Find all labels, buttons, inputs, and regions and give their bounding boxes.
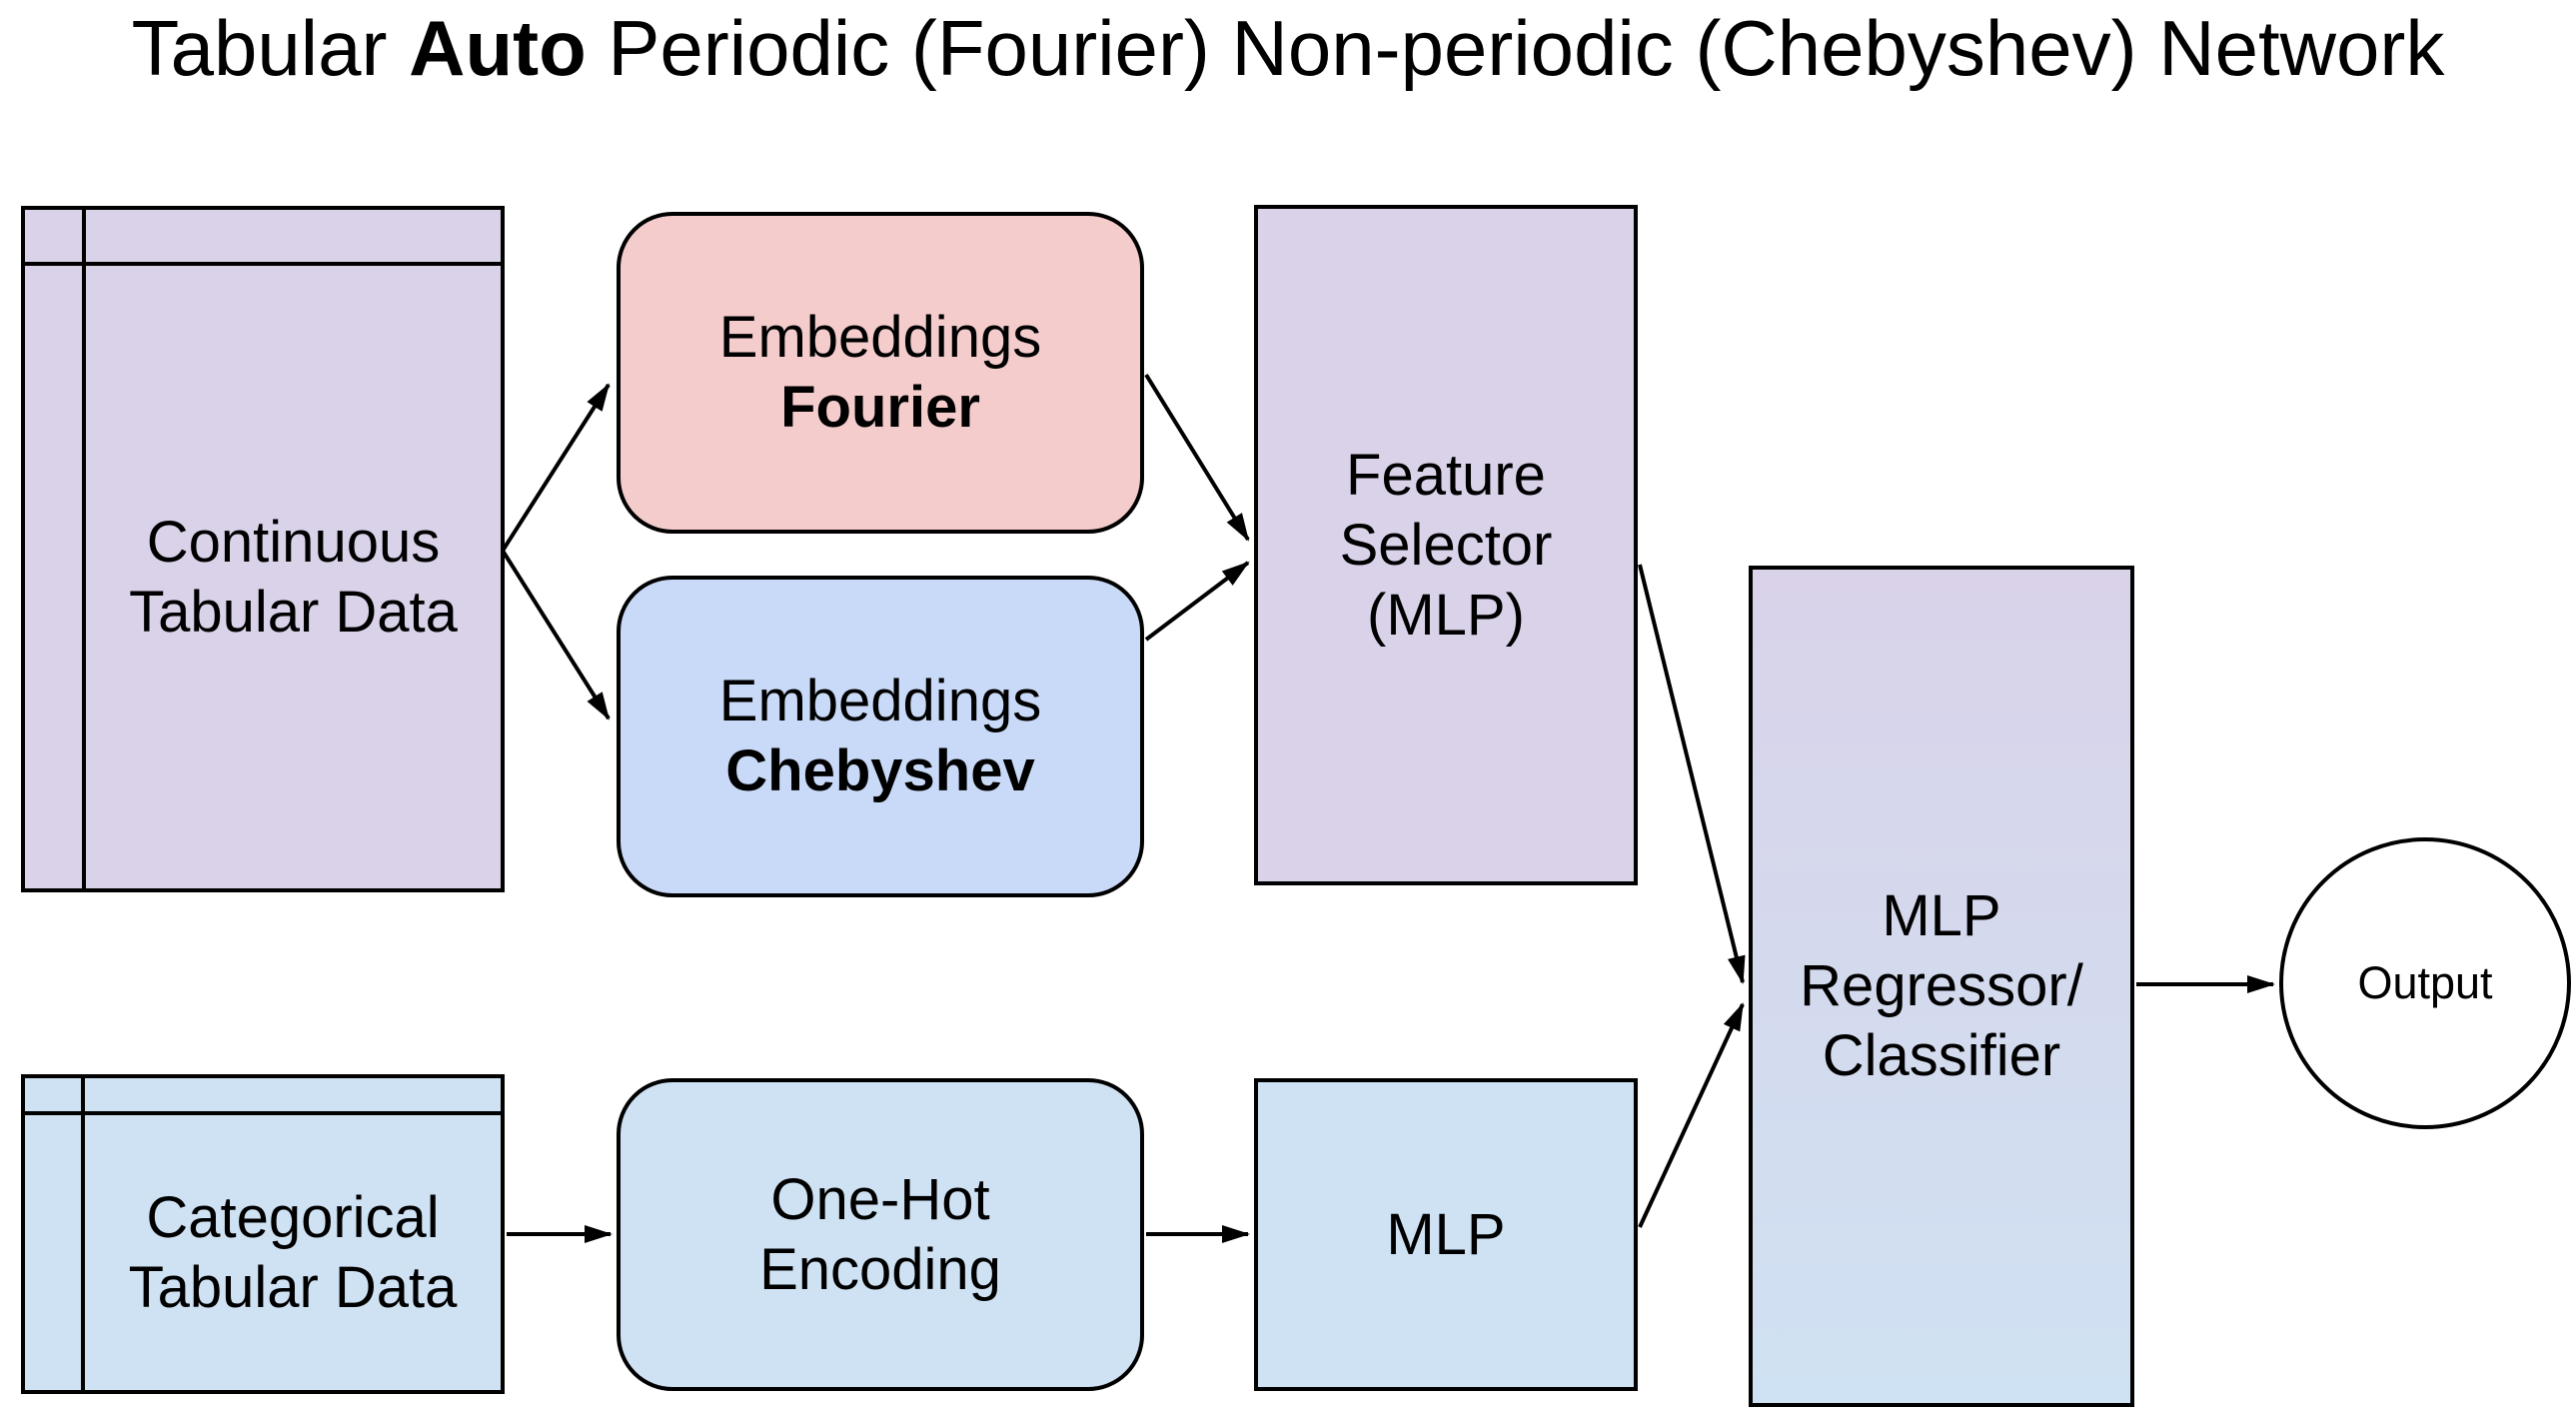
mlp-label: MLP — [1386, 1201, 1506, 1267]
node-mlp: MLP — [1254, 1078, 1638, 1391]
arrow-mlp-to-regressor — [1638, 1002, 1745, 1228]
categorical-table-header-divider — [25, 1111, 501, 1115]
node-output: Output — [2279, 837, 2571, 1129]
title-part1: Tabular — [131, 4, 410, 92]
categorical-table-label-line2: Tabular Data — [128, 1254, 458, 1320]
title-part2: Periodic (Fourier) Non-periodic (Chebysh… — [586, 4, 2445, 92]
regressor-line2: Regressor/ — [1800, 953, 2083, 1018]
arrow-fourier-to-feature-selector — [1144, 373, 1250, 542]
continuous-table-label-line2: Tabular Data — [129, 579, 458, 645]
continuous-table-label: Continuous Tabular Data — [86, 266, 501, 888]
continuous-table-label-line1: Continuous — [146, 509, 441, 575]
embeddings-chebyshev-line2: Chebyshev — [725, 738, 1035, 803]
arrow-continuous-to-chebyshev — [501, 549, 611, 720]
output-label: Output — [2357, 957, 2493, 1008]
node-one-hot-encoding: One-Hot Encoding — [617, 1078, 1144, 1391]
one-hot-line2: Encoding — [759, 1236, 1001, 1302]
node-feature-selector-mlp: Feature Selector (MLP) — [1254, 205, 1638, 885]
categorical-table-column-divider — [81, 1078, 85, 1390]
categorical-table-label: Categorical Tabular Data — [85, 1115, 501, 1390]
arrow-chebyshev-to-feature-selector — [1144, 561, 1250, 642]
node-embeddings-chebyshev: Embeddings Chebyshev — [617, 576, 1144, 897]
continuous-table-header-divider — [25, 262, 501, 266]
one-hot-line1: One-Hot — [770, 1166, 990, 1232]
continuous-table-column-divider — [82, 210, 86, 888]
feature-selector-line1: Feature — [1346, 442, 1546, 508]
embeddings-fourier-line1: Embeddings — [718, 305, 1042, 370]
node-embeddings-fourier: Embeddings Fourier — [617, 212, 1144, 534]
node-categorical-tabular-data: Categorical Tabular Data — [21, 1074, 505, 1394]
arrow-feature-selector-to-regressor — [1638, 564, 1746, 984]
arrow-continuous-to-fourier — [501, 383, 611, 553]
feature-selector-line2: Selector — [1339, 512, 1553, 578]
regressor-line3: Classifier — [1822, 1023, 2061, 1088]
embeddings-chebyshev-line1: Embeddings — [718, 669, 1042, 733]
title-bold-word: Auto — [409, 4, 587, 92]
feature-selector-line3: (MLP) — [1367, 582, 1525, 648]
node-continuous-tabular-data: Continuous Tabular Data — [21, 206, 505, 892]
categorical-table-label-line1: Categorical — [146, 1184, 440, 1250]
diagram-title: Tabular Auto Periodic (Fourier) Non-peri… — [0, 4, 2576, 94]
regressor-line1: MLP — [1882, 883, 2001, 948]
embeddings-fourier-line2: Fourier — [780, 375, 980, 440]
node-mlp-regressor-classifier: MLP Regressor/ Classifier — [1749, 566, 2134, 1407]
